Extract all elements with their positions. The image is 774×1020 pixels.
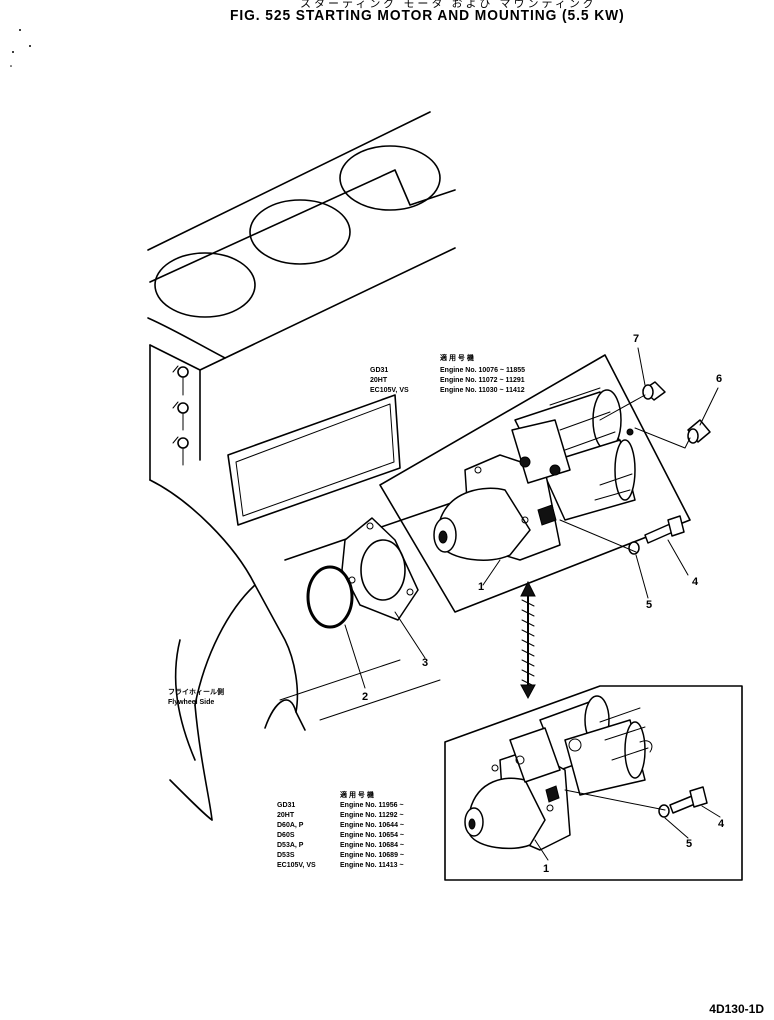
upper-row-serial: Engine No. 10076 ~ 11855 — [440, 367, 525, 374]
callout-2: 2 — [362, 691, 368, 703]
upper-bolt — [644, 515, 685, 544]
lower-row-serial: Engine No. 11413 ~ — [340, 862, 404, 869]
lower-row-model: D60S — [277, 832, 295, 839]
flywheel-side-label: フライホィール側 Flywheel Side — [168, 687, 224, 706]
callout-5-upper: 5 — [646, 599, 652, 611]
o-ring — [306, 565, 354, 629]
lower-table-header: 適 用 号 機 — [340, 790, 374, 799]
lower-row-serial: Engine No. 10684 ~ — [340, 842, 404, 849]
callout-1-lower: 1 — [543, 863, 549, 875]
scan-specks — [10, 29, 31, 67]
figure-title: FIG. 525 STARTING MOTOR AND MOUNTING (5.… — [230, 7, 625, 24]
lower-row-model: 20HT — [277, 812, 295, 819]
upper-starter-motor — [433, 387, 636, 561]
flywheel-label: Flywheel Side — [168, 699, 214, 706]
callout-1-upper: 1 — [478, 581, 484, 593]
document-id: 4D130-1D — [709, 1002, 764, 1016]
lower-washer — [658, 804, 670, 818]
upper-washer — [628, 541, 640, 555]
upper-starter-box — [379, 354, 691, 613]
callout-6-upper: 6 — [716, 373, 722, 385]
upper-cap-6 — [687, 419, 711, 444]
flywheel-label-japanese: フライホィール側 — [168, 687, 224, 696]
engine-block-outline — [147, 111, 461, 821]
lower-row-model: GD31 — [277, 802, 295, 809]
mounting-gasket — [341, 517, 419, 621]
lower-row-serial: Engine No. 11292 ~ — [340, 812, 404, 819]
lower-row-model: D60A, P — [277, 822, 304, 829]
lower-row-serial: Engine No. 10654 ~ — [340, 832, 404, 839]
lower-row-model: D53S — [277, 852, 295, 859]
upper-row-model: EC105V, VS — [370, 387, 409, 394]
upper-row-serial: Engine No. 11072 ~ 11291 — [440, 377, 525, 384]
callout-4-upper: 4 — [692, 576, 699, 588]
upper-cap-7 — [642, 381, 666, 401]
lower-row-serial: Engine No. 10644 ~ — [340, 822, 404, 829]
callout-4-lower: 4 — [718, 818, 725, 830]
interchange-arrow — [520, 580, 536, 700]
upper-row-model: GD31 — [370, 367, 388, 374]
figure-title-japanese: スターティング モータ および マウンティング — [300, 0, 597, 10]
upper-row-model: 20HT — [370, 377, 388, 384]
upper-row-serial: Engine No. 11030 ~ 11412 — [440, 387, 525, 394]
lower-row-serial: Engine No. 11956 ~ — [340, 802, 404, 809]
callout-numbers: 7 6 4 5 1 2 3 4 5 1 — [362, 333, 725, 875]
lower-row-model: D53A, P — [277, 842, 304, 849]
lower-row-serial: Engine No. 10689 ~ — [340, 852, 404, 859]
callout-5-lower: 5 — [686, 838, 692, 850]
callout-7-upper: 7 — [633, 333, 639, 345]
callout-3: 3 — [422, 657, 428, 669]
leader-lines — [344, 347, 721, 861]
lower-starter-motor — [464, 695, 653, 851]
upper-applicability-table: 適 用 号 機 GD31 Engine No. 10076 ~ 11855 20… — [370, 353, 525, 394]
lower-bolt — [669, 786, 708, 814]
upper-table-header: 適 用 号 機 — [440, 353, 474, 362]
lower-applicability-table: 適 用 号 機 GD31 Engine No. 11956 ~ 20HT Eng… — [277, 790, 404, 869]
lower-row-model: EC105V, VS — [277, 862, 316, 869]
lower-starter-box — [444, 685, 743, 881]
